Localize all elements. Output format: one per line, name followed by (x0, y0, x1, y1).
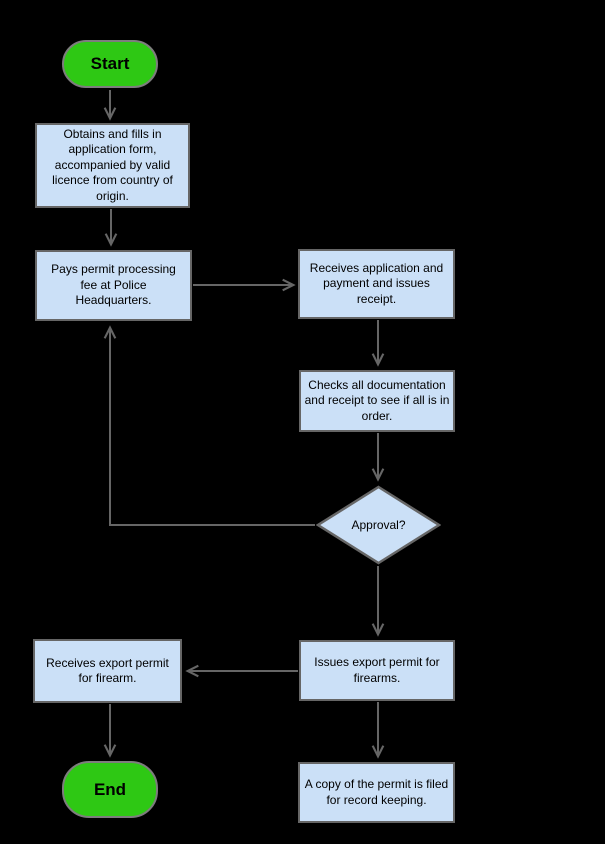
process-receive-payment-label: Receives application and payment and iss… (309, 260, 444, 306)
decision-approval: Approval? (316, 485, 441, 565)
process-file-copy: A copy of the permit is filed for record… (298, 762, 455, 823)
process-issue-permit-label: Issues export permit for firearms. (314, 655, 440, 685)
terminal-end: End (62, 761, 158, 818)
process-obtain-form: Obtains and fills in application form, a… (35, 123, 190, 208)
process-file-copy-label: A copy of the permit is filed for record… (304, 777, 449, 807)
diamond-shape-svg (316, 485, 441, 565)
terminal-start-label: Start (90, 54, 130, 73)
terminal-end-label: End (93, 779, 127, 799)
terminal-start: Start (62, 40, 158, 88)
process-check-docs: Checks all documentation and receipt to … (299, 370, 455, 432)
process-check-docs-label: Checks all documentation and receipt to … (304, 377, 450, 423)
process-issue-permit: Issues export permit for firearms. (299, 640, 455, 701)
process-receive-permit: Receives export permit for firearm. (33, 639, 182, 703)
edge-approval-to-pay-fee-loop (103, 325, 315, 526)
process-receive-payment: Receives application and payment and iss… (298, 249, 455, 319)
decision-approval-label: Approval? (351, 518, 406, 532)
process-obtain-form-label: Obtains and fills in application form, a… (52, 127, 173, 203)
process-receive-permit-label: Receives export permit for firearm. (46, 655, 169, 685)
diamond-shape (316, 485, 441, 565)
process-pay-fee: Pays permit processing fee at Police Hea… (35, 250, 192, 321)
process-pay-fee-label: Pays permit processing fee at Police Hea… (51, 262, 176, 308)
